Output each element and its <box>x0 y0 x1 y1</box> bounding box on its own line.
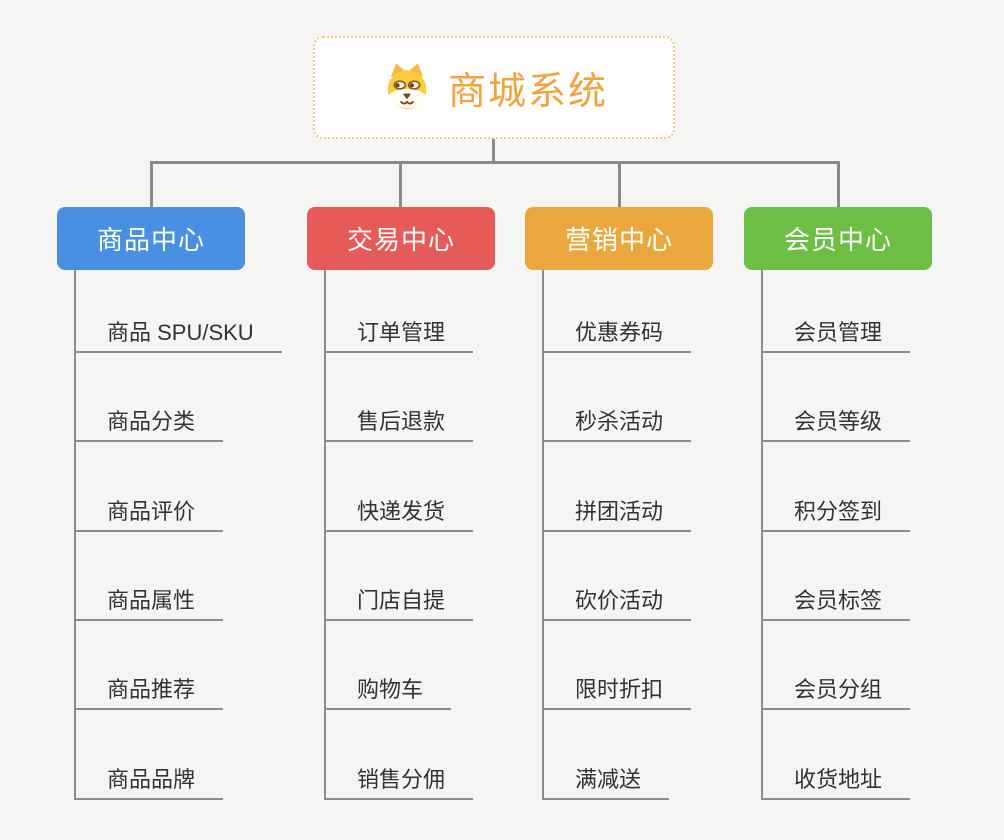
leaf-node[interactable]: 会员等级 <box>761 400 911 442</box>
root-title: 商城系统 <box>447 71 608 113</box>
leaf-node[interactable]: 售后退款 <box>324 400 474 442</box>
branch-trunk <box>324 270 326 800</box>
connector-drop-marketing <box>618 161 621 208</box>
branch-button-member-center[interactable]: 会员中心 <box>744 207 932 270</box>
leaf-node[interactable]: 砍价活动 <box>542 579 692 621</box>
branch-marketing-center: 营销中心 优惠券码 秒杀活动 拼团活动 砍价活动 限时折扣 满减送 <box>525 0 713 840</box>
leaf-node[interactable]: 优惠券码 <box>542 311 692 353</box>
branch-trade-center: 交易中心 订单管理 售后退款 快递发货 门店自提 购物车 销售分佣 <box>307 0 495 840</box>
root-node[interactable]: 商城系统 <box>313 36 675 139</box>
leaf-node[interactable]: 限时折扣 <box>542 668 692 710</box>
connector-drop-member <box>837 161 840 208</box>
branch-member-center: 会员中心 会员管理 会员等级 积分签到 会员标签 会员分组 收货地址 <box>744 0 932 840</box>
leaf-node[interactable]: 会员分组 <box>761 668 911 710</box>
leaf-node[interactable]: 会员标签 <box>761 579 911 621</box>
leaf-node[interactable]: 快递发货 <box>324 490 474 532</box>
leaf-node[interactable]: 收货地址 <box>761 758 911 800</box>
connector-root-stem <box>492 139 495 164</box>
connector-drop-product <box>150 161 153 208</box>
branch-trunk <box>761 270 763 800</box>
leaf-node[interactable]: 销售分佣 <box>324 758 474 800</box>
leaf-node[interactable]: 商品分类 <box>74 400 224 442</box>
leaf-node[interactable]: 购物车 <box>324 668 452 710</box>
leaf-node[interactable]: 商品品牌 <box>74 758 224 800</box>
branch-button-marketing-center[interactable]: 营销中心 <box>525 207 713 270</box>
branch-button-trade-center[interactable]: 交易中心 <box>307 207 495 270</box>
leaf-node[interactable]: 商品评价 <box>74 490 224 532</box>
leaf-node[interactable]: 门店自提 <box>324 579 474 621</box>
leaf-node[interactable]: 商品推荐 <box>74 668 224 710</box>
leaf-node[interactable]: 订单管理 <box>324 311 474 353</box>
branch-button-product-center[interactable]: 商品中心 <box>57 207 245 270</box>
leaf-node[interactable]: 拼团活动 <box>542 490 692 532</box>
leaf-node[interactable]: 商品 SPU/SKU <box>74 311 282 353</box>
branch-trunk <box>74 270 76 800</box>
branch-trunk <box>542 270 544 800</box>
leaf-node[interactable]: 积分签到 <box>761 490 911 532</box>
leaf-node[interactable]: 满减送 <box>542 758 670 800</box>
connector-drop-trade <box>399 161 402 208</box>
connector-bus <box>150 161 840 164</box>
leaf-node[interactable]: 秒杀活动 <box>542 400 692 442</box>
branch-product-center: 商品中心 商品 SPU/SKU 商品分类 商品评价 商品属性 商品推荐 商品品牌 <box>57 0 282 840</box>
shiba-dog-icon <box>387 63 427 109</box>
leaf-node[interactable]: 会员管理 <box>761 311 911 353</box>
leaf-node[interactable]: 商品属性 <box>74 579 224 621</box>
